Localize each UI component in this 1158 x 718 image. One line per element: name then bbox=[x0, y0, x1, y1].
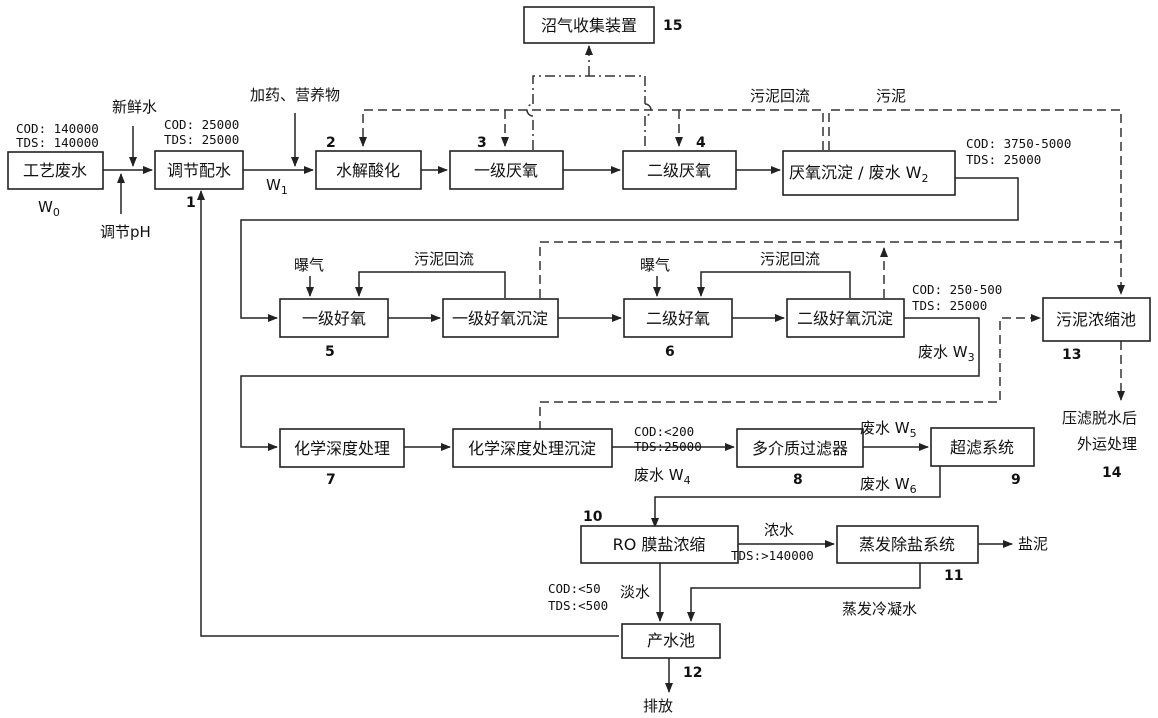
process-unit-sludge-thickener: 污泥浓缩池 bbox=[1042, 297, 1151, 342]
sludge-return-label: 污泥回流 bbox=[760, 250, 820, 268]
box-label: 一级厌氧 bbox=[474, 161, 538, 180]
process-unit-aerobic-1-settling: 一级好氧沉淀 bbox=[442, 298, 559, 338]
box-label: 沼气收集装置 bbox=[541, 16, 637, 35]
process-unit-conditioning: 调节配水 bbox=[154, 150, 244, 190]
box-label: 水解酸化 bbox=[336, 161, 400, 180]
svg-text:COD:<200: COD:<200 bbox=[634, 424, 694, 439]
process-unit-ultrafiltration: 超滤系统 bbox=[930, 427, 1035, 467]
box-label: 化学深度处理沉淀 bbox=[468, 439, 596, 458]
unit-number: 14 bbox=[1102, 465, 1122, 481]
box-label: 工艺废水 bbox=[23, 161, 87, 180]
adjust-ph-label: 调节pH bbox=[100, 223, 151, 241]
box-label: 污泥浓缩池 bbox=[1056, 310, 1136, 329]
discharge-label: 排放 bbox=[643, 697, 673, 715]
process-unit-biogas-collector: 沼气收集装置 bbox=[523, 6, 655, 44]
unit-number: 15 bbox=[663, 18, 682, 34]
box-label: 产水池 bbox=[647, 631, 695, 650]
svg-text:COD: 250-500: COD: 250-500 bbox=[912, 282, 1002, 297]
box-label: 化学深度处理 bbox=[294, 439, 390, 458]
process-unit-multimedia-filter: 多介质过滤器 bbox=[736, 428, 864, 468]
aeration-label: 曝气 bbox=[640, 256, 670, 274]
svg-text:COD: 25000: COD: 25000 bbox=[164, 117, 239, 132]
stream-w6: 废水 W6 bbox=[860, 475, 917, 496]
process-unit-aerobic-2-settling: 二级好氧沉淀 bbox=[786, 298, 905, 338]
svg-text:COD: 3750-5000: COD: 3750-5000 bbox=[966, 136, 1071, 151]
svg-text:TDS:25000: TDS:25000 bbox=[634, 439, 702, 454]
biogas-flow-lines bbox=[526, 45, 652, 150]
stream-w4: 废水 W4 bbox=[634, 466, 691, 487]
sludge-return-label: 污泥回流 bbox=[750, 87, 810, 105]
sludge-return-label: 污泥回流 bbox=[414, 250, 474, 268]
condensate-label: 蒸发冷凝水 bbox=[842, 600, 917, 618]
stream-labels: W0 W1 废水 W3 废水 W4 废水 W5 废水 W6 新鲜水 调节pH 加… bbox=[38, 86, 1137, 715]
unit-number: 13 bbox=[1062, 347, 1081, 363]
box-label: 二级好氧 bbox=[646, 309, 710, 328]
unit-number: 3 bbox=[477, 135, 487, 151]
unit-number: 12 bbox=[683, 665, 702, 681]
box-label: 一级好氧 bbox=[302, 309, 366, 328]
svg-text:TDS: 25000: TDS: 25000 bbox=[966, 152, 1041, 167]
box-label: 二级好氧沉淀 bbox=[797, 309, 893, 328]
process-unit-chemical-treatment: 化学深度处理 bbox=[279, 428, 405, 468]
offsite-disposal-label: 外运处理 bbox=[1077, 435, 1137, 453]
water-quality-annotations: COD: 140000 TDS: 140000 COD: 25000 TDS: … bbox=[16, 117, 1071, 613]
unit-number: 8 bbox=[793, 472, 803, 488]
sludge-flow-lines bbox=[359, 109, 1125, 430]
unit-number: 7 bbox=[326, 472, 336, 488]
sludge-label: 污泥 bbox=[876, 87, 906, 105]
process-unit-anaerobic-2: 二级厌氧 bbox=[622, 150, 737, 190]
aeration-label: 曝气 bbox=[294, 256, 324, 274]
svg-text:TDS: 140000: TDS: 140000 bbox=[16, 135, 99, 150]
svg-text:COD: 140000: COD: 140000 bbox=[16, 121, 99, 136]
process-unit-anaerobic-settling: 厌氧沉淀 / 废水 W2 bbox=[782, 150, 956, 196]
svg-text:COD:<50: COD:<50 bbox=[548, 581, 601, 596]
process-unit-hydrolysis: 水解酸化 bbox=[315, 150, 422, 190]
press-filter-label: 压滤脱水后 bbox=[1062, 409, 1137, 427]
process-unit-ro-concentration: RO 膜盐浓缩 bbox=[580, 525, 739, 564]
box-label: 厌氧沉淀 / 废水 W2 bbox=[789, 163, 928, 185]
box-label: 调节配水 bbox=[167, 161, 231, 180]
process-unit-aerobic-2: 二级好氧 bbox=[623, 298, 733, 338]
fresh-water-label: 新鲜水 bbox=[112, 98, 157, 116]
svg-text:TDS:<500: TDS:<500 bbox=[548, 598, 608, 613]
unit-number: 1 bbox=[186, 195, 196, 211]
concentrate-label: 浓水 bbox=[764, 521, 794, 539]
unit-number: 11 bbox=[944, 568, 963, 584]
process-unit-evaporation: 蒸发除盐系统 bbox=[836, 525, 979, 564]
box-label: 超滤系统 bbox=[950, 438, 1014, 457]
unit-number: 10 bbox=[583, 509, 603, 525]
process-unit-product-tank: 产水池 bbox=[621, 623, 721, 659]
unit-numbers: 1 2 3 4 5 6 7 8 9 10 11 12 13 14 15 bbox=[186, 18, 1122, 681]
salt-sludge-label: 盐泥 bbox=[1018, 535, 1048, 553]
dosing-label: 加药、营养物 bbox=[250, 86, 340, 104]
stream-w0: W0 bbox=[38, 198, 60, 219]
main-flow-lines bbox=[103, 113, 1019, 693]
process-unit-anaerobic-1: 一级厌氧 bbox=[449, 150, 564, 190]
svg-text:TDS:>140000: TDS:>140000 bbox=[731, 548, 814, 563]
permeate-label: 淡水 bbox=[620, 583, 650, 601]
unit-number: 4 bbox=[696, 135, 706, 151]
svg-text:TDS: 25000: TDS: 25000 bbox=[912, 298, 987, 313]
box-label: 一级好氧沉淀 bbox=[452, 309, 548, 328]
stream-w1: W1 bbox=[266, 176, 288, 197]
box-label: 蒸发除盐系统 bbox=[859, 535, 955, 554]
box-label: 二级厌氧 bbox=[647, 161, 711, 180]
unit-number: 6 bbox=[665, 344, 675, 360]
stream-w5: 废水 W5 bbox=[860, 419, 917, 440]
process-unit-process-water: 工艺废水 bbox=[7, 151, 104, 190]
process-unit-aerobic-1: 一级好氧 bbox=[279, 298, 389, 338]
svg-text:TDS: 25000: TDS: 25000 bbox=[164, 132, 239, 147]
unit-number: 5 bbox=[325, 344, 335, 360]
box-label: 多介质过滤器 bbox=[752, 439, 848, 458]
box-label: RO 膜盐浓缩 bbox=[613, 535, 706, 554]
unit-number: 2 bbox=[326, 135, 336, 151]
unit-number: 9 bbox=[1011, 472, 1021, 488]
process-unit-chemical-settling: 化学深度处理沉淀 bbox=[452, 428, 613, 468]
stream-w3: 废水 W3 bbox=[918, 343, 975, 364]
